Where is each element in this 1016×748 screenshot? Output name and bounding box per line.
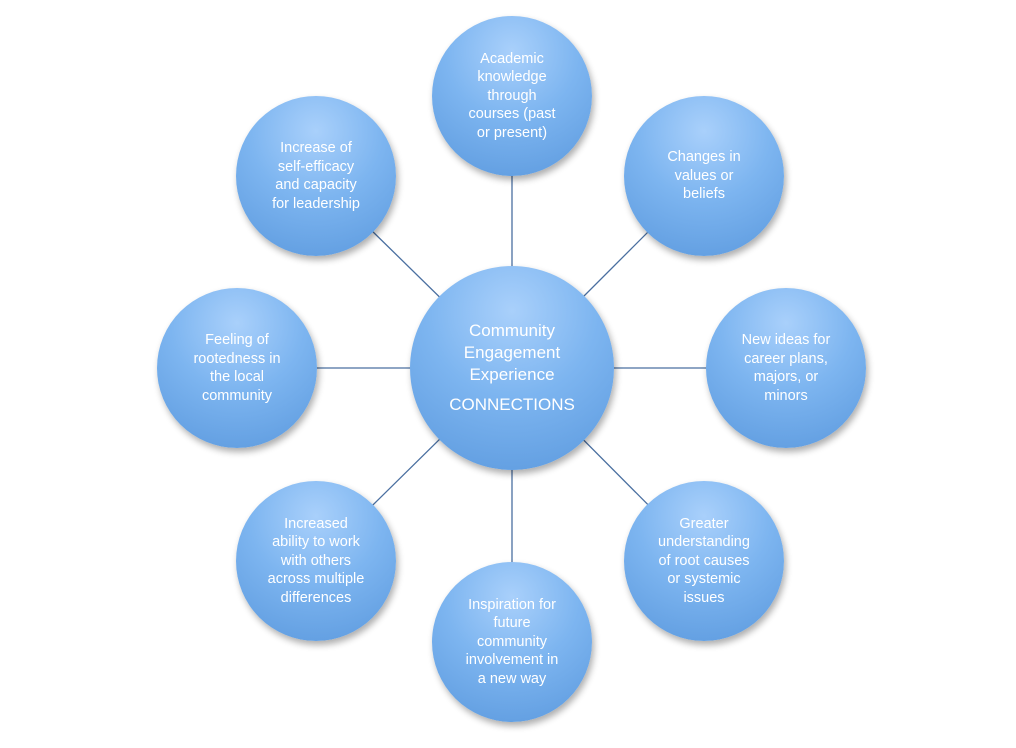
node-rootedness: Feeling of rootedness in the local commu… — [157, 288, 317, 448]
node-inspiration: Inspiration for future community involve… — [432, 562, 592, 722]
node-root-causes: Greater understanding of root causes or … — [624, 481, 784, 641]
node-academic-knowledge-label: Academic knowledge through courses (past… — [468, 50, 556, 141]
hub-subtitle: CONNECTIONS — [449, 395, 575, 414]
hub-title: Community Engagement Experience — [463, 321, 561, 384]
node-inspiration-label: Inspiration for future community involve… — [465, 596, 559, 687]
node-self-efficacy-label: Increase of self-efficacy and capacity f… — [272, 140, 360, 212]
node-career-plans: New ideas for career plans, majors, or m… — [706, 288, 866, 448]
node-work-across-differences-label: Increased ability to work with others ac… — [267, 515, 365, 606]
node-changes-in-values: Changes in values or beliefs — [624, 96, 784, 256]
node-root-causes-label: Greater understanding of root causes or … — [658, 515, 750, 606]
node-rootedness-label: Feeling of rootedness in the local commu… — [193, 332, 281, 404]
node-self-efficacy: Increase of self-efficacy and capacity f… — [236, 96, 396, 256]
node-career-plans-label: New ideas for career plans, majors, or m… — [741, 332, 831, 404]
node-academic-knowledge: Academic knowledge through courses (past… — [432, 16, 592, 176]
node-changes-in-values-label: Changes in values or beliefs — [667, 149, 741, 203]
node-work-across-differences: Increased ability to work with others ac… — [236, 481, 396, 641]
hub-node: Community Engagement Experience CONNECTI… — [410, 266, 614, 470]
